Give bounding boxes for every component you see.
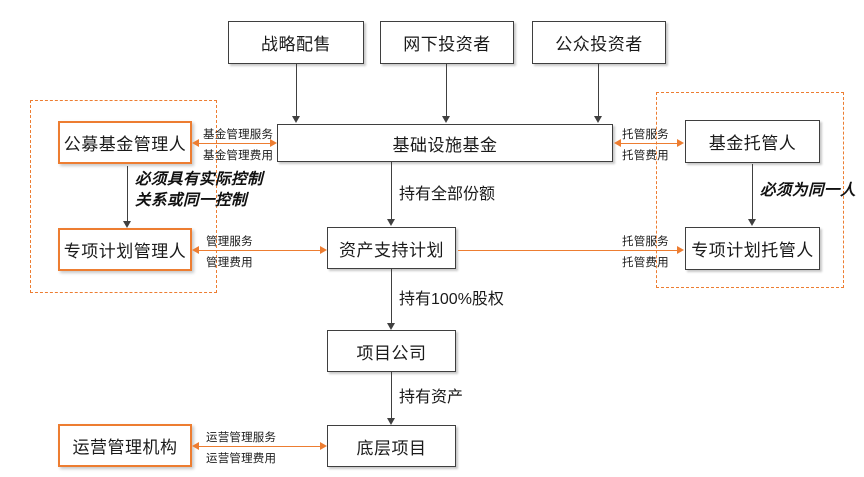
- node-special-plan-manager[interactable]: 专项计划管理人: [58, 228, 192, 271]
- arrowhead-project-company-to-underlying: [387, 418, 395, 425]
- flow-label-fund-mgmt-fee: 基金管理费用: [203, 150, 274, 162]
- node-label: 运营管理机构: [72, 438, 178, 457]
- arrowhead-fund-manager-right: [270, 138, 277, 147]
- flow-label-custody-fee-1: 托管费用: [622, 150, 669, 162]
- node-public-investors[interactable]: 公众投资者: [532, 21, 666, 64]
- node-abs-plan[interactable]: 资产支持计划: [327, 227, 456, 269]
- node-label: 网下投资者: [403, 35, 491, 54]
- flow-label-operation-service: 运营管理服务: [206, 432, 277, 444]
- flow-label-fund-mgmt-service: 基金管理服务: [203, 129, 274, 141]
- connector-fund-custodian-to-plan-custodian: [752, 164, 753, 220]
- node-fund-custodian[interactable]: 基金托管人: [685, 120, 820, 163]
- node-label: 专项计划管理人: [63, 242, 187, 261]
- arrowhead-custodian-right: [677, 138, 684, 147]
- arrowhead-operation-manager-right: [320, 441, 327, 450]
- note-right-same-person: 必须为同一人: [760, 182, 857, 199]
- node-label: 基金托管人: [708, 134, 797, 153]
- flow-label-custody-service-2: 托管服务: [622, 236, 669, 248]
- connector-offline-to-fund: [446, 64, 447, 117]
- node-label: 底层项目: [356, 438, 427, 458]
- arrowhead-operation-manager-left: [192, 441, 199, 450]
- note-line-1: 必须具有实际控制: [135, 171, 264, 188]
- connector-project-company-to-underlying: [391, 372, 392, 418]
- connector-public-to-fund: [598, 64, 599, 117]
- flow-abs-plan-to-plan-custodian: [458, 250, 678, 251]
- edge-label-hold-100-equity: 持有100%股权: [399, 291, 504, 308]
- node-label: 公募基金管理人: [63, 135, 187, 154]
- note-line-2: 关系或同一控制: [135, 191, 248, 209]
- arrowhead-fund-manager-to-plan-manager: [123, 221, 131, 228]
- arrowhead-offline-to-fund: [442, 116, 450, 123]
- flow-fund-to-custodian: [621, 143, 678, 144]
- arrowhead-abs-plan-to-project-company: [387, 323, 395, 330]
- node-label: 战略配售: [261, 35, 331, 54]
- connector-fund-to-abs-plan: [391, 162, 392, 219]
- arrowhead-strategic-to-fund: [292, 116, 300, 123]
- flow-label-mgmt-service: 管理服务: [206, 236, 253, 248]
- arrowhead-custodian-left: [614, 138, 621, 147]
- connector-abs-plan-to-project-company: [391, 269, 392, 324]
- flow-operation-manager-to-underlying: [199, 446, 321, 447]
- flow-label-custody-fee-2: 托管费用: [622, 257, 669, 269]
- node-label: 专项计划托管人: [691, 241, 814, 260]
- node-special-plan-custodian[interactable]: 专项计划托管人: [685, 227, 820, 270]
- arrowhead-fund-manager-left: [192, 138, 199, 147]
- node-label: 项目公司: [356, 343, 427, 363]
- flow-fund-manager-to-fund: [199, 143, 271, 144]
- flow-label-operation-fee: 运营管理费用: [206, 453, 277, 465]
- arrowhead-fund-to-abs-plan: [387, 219, 395, 226]
- node-strategic-placement[interactable]: 战略配售: [228, 21, 364, 64]
- flow-label-custody-service-1: 托管服务: [622, 129, 669, 141]
- arrowhead-plan-manager-right: [320, 245, 327, 254]
- edge-label-hold-all-shares: 持有全部份额: [399, 186, 496, 203]
- node-label: 资产支持计划: [339, 240, 444, 260]
- left-group-dashed-box: [30, 100, 217, 293]
- flow-plan-manager-to-abs-plan: [199, 250, 321, 251]
- node-operation-manager[interactable]: 运营管理机构: [58, 424, 192, 467]
- node-label: 基础设施基金: [392, 135, 498, 155]
- node-project-company[interactable]: 项目公司: [327, 330, 456, 372]
- arrowhead-public-to-fund: [594, 116, 602, 123]
- node-infrastructure-fund[interactable]: 基础设施基金: [277, 124, 613, 162]
- arrowhead-plan-manager-left: [192, 245, 199, 254]
- node-offline-investors[interactable]: 网下投资者: [380, 21, 514, 64]
- arrowhead-plan-custodian-right: [677, 245, 684, 254]
- connector-strategic-to-fund: [296, 64, 297, 117]
- edge-label-hold-assets: 持有资产: [399, 389, 464, 406]
- connector-fund-manager-to-plan-manager: [127, 166, 128, 222]
- node-public-fund-manager[interactable]: 公募基金管理人: [58, 121, 192, 164]
- node-underlying-project[interactable]: 底层项目: [327, 425, 456, 467]
- flow-label-mgmt-fee: 管理费用: [206, 257, 253, 269]
- arrowhead-fund-custodian-to-plan-custodian: [748, 219, 756, 226]
- node-label: 公众投资者: [555, 35, 643, 54]
- note-left-control-relationship: 必须具有实际控制 关系或同一控制: [135, 170, 263, 212]
- right-group-dashed-box: [656, 92, 844, 288]
